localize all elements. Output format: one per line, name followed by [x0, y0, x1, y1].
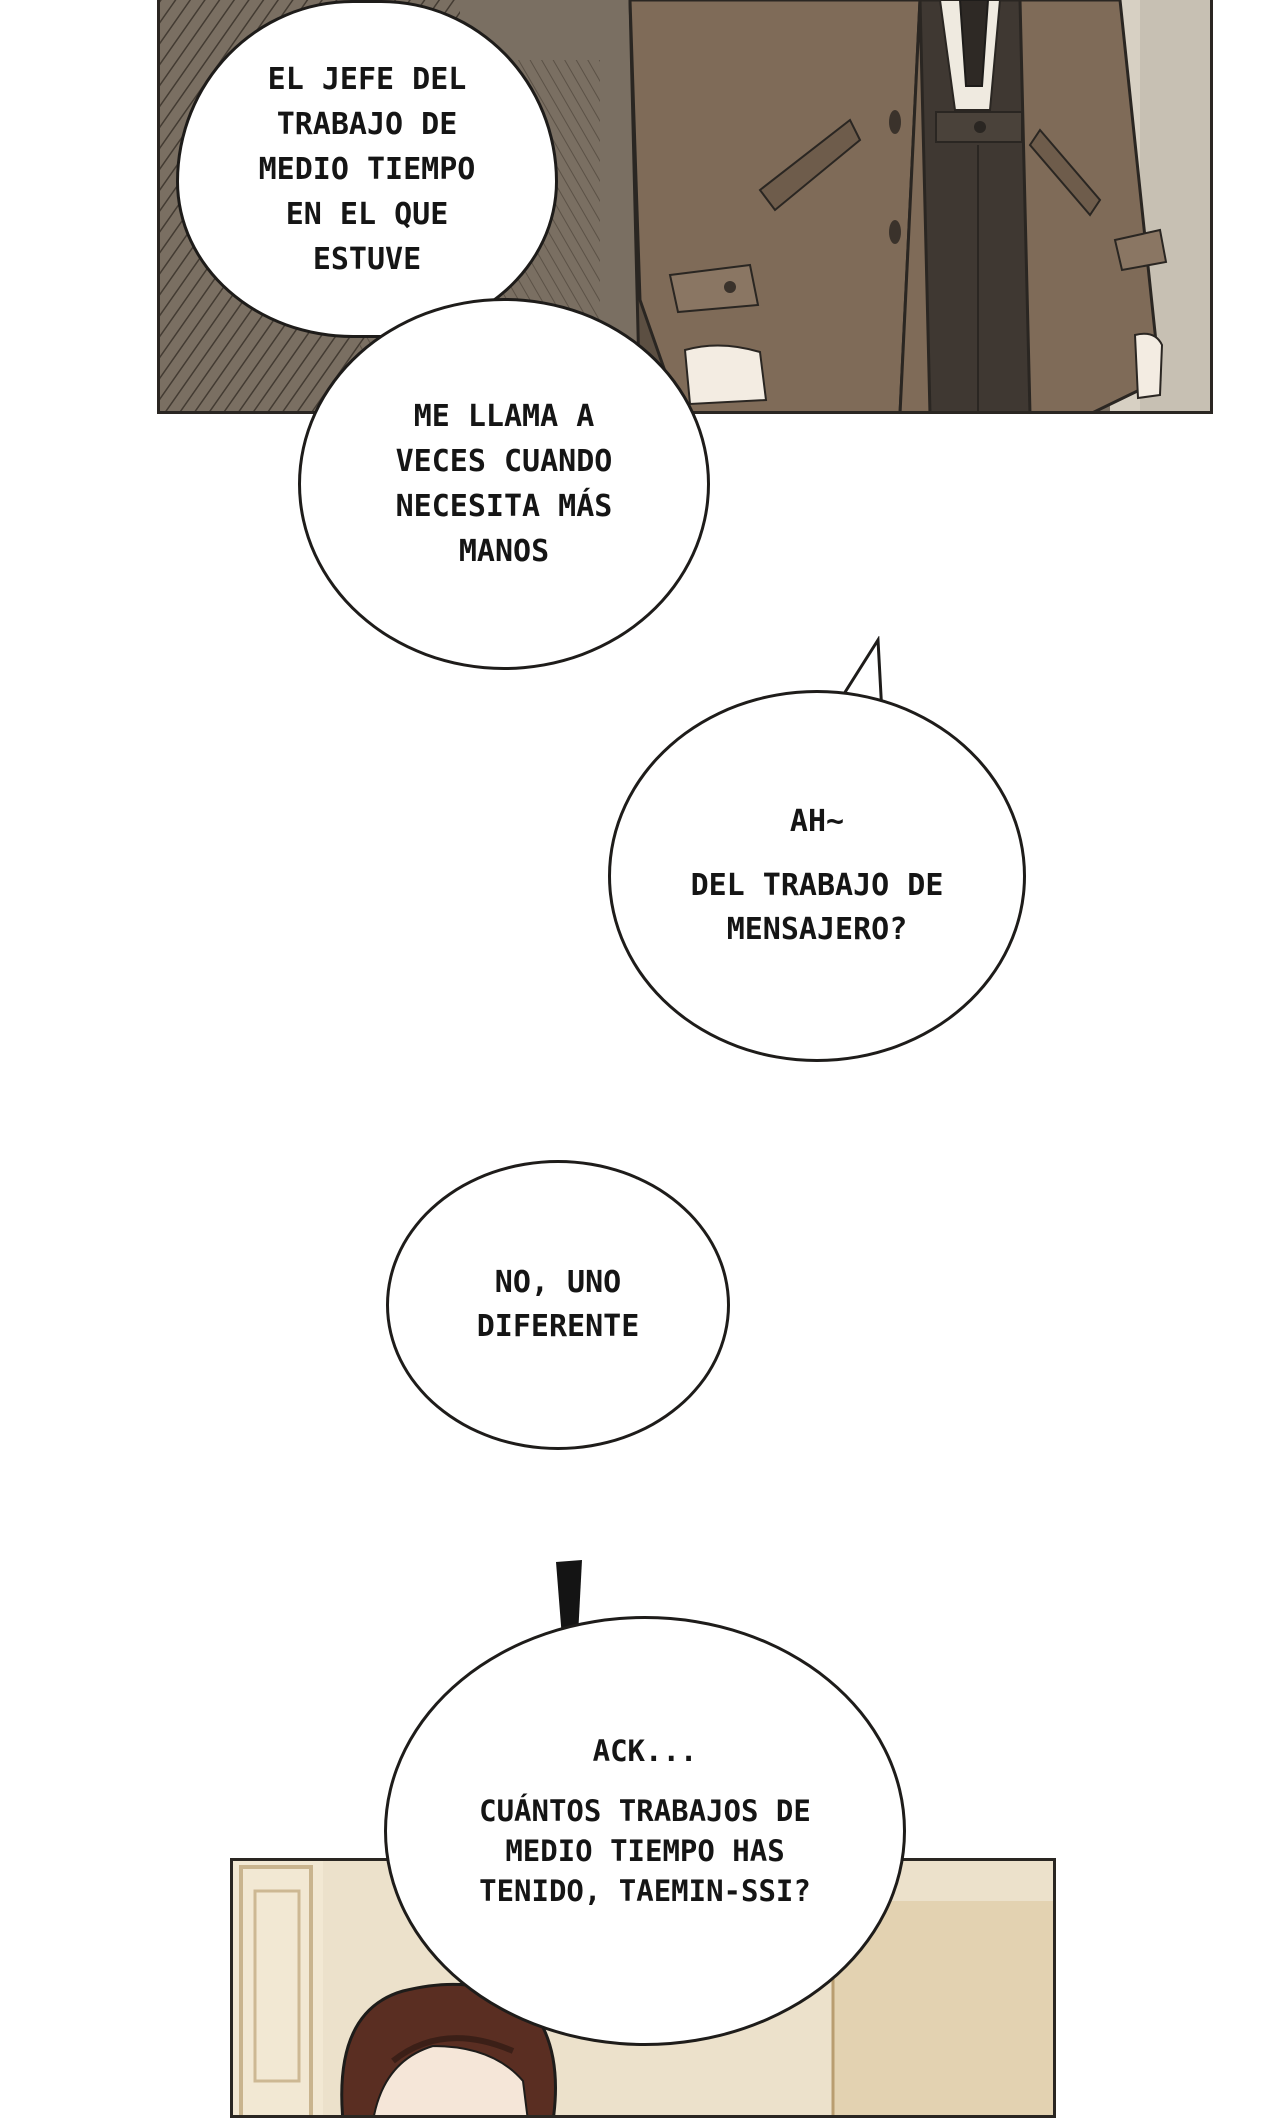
tail-join-mask — [828, 708, 880, 734]
speech-text: ME LLAMA A VECES CUANDO NECESITA MÁS MAN… — [395, 399, 613, 569]
speech-text: CUÁNTOS TRABAJOS DE MEDIO TIEMPO HAS TEN… — [479, 1794, 811, 1908]
speech-text: ACK... — [592, 1734, 698, 1768]
speech-bubble: ME LLAMA A VECES CUANDO NECESITA MÁS MAN… — [298, 298, 710, 670]
speech-text: DEL TRABAJO DE MENSAJERO? — [690, 868, 944, 947]
speech-bubble: AH~ DEL TRABAJO DE MENSAJERO? — [608, 690, 1026, 1062]
speech-text: NO, UNO DIFERENTE — [476, 1265, 640, 1344]
speech-bubble: EL JEFE DEL TRABAJO DE MEDIO TIEMPO EN E… — [176, 0, 558, 338]
speech-text: EL JEFE DEL TRABAJO DE MEDIO TIEMPO EN E… — [258, 61, 476, 277]
speech-bubble: NO, UNO DIFERENTE — [386, 1160, 730, 1450]
speech-text: AH~ — [789, 804, 845, 839]
speech-bubble: ACK... CUÁNTOS TRABAJOS DE MEDIO TIEMPO … — [384, 1616, 906, 2046]
